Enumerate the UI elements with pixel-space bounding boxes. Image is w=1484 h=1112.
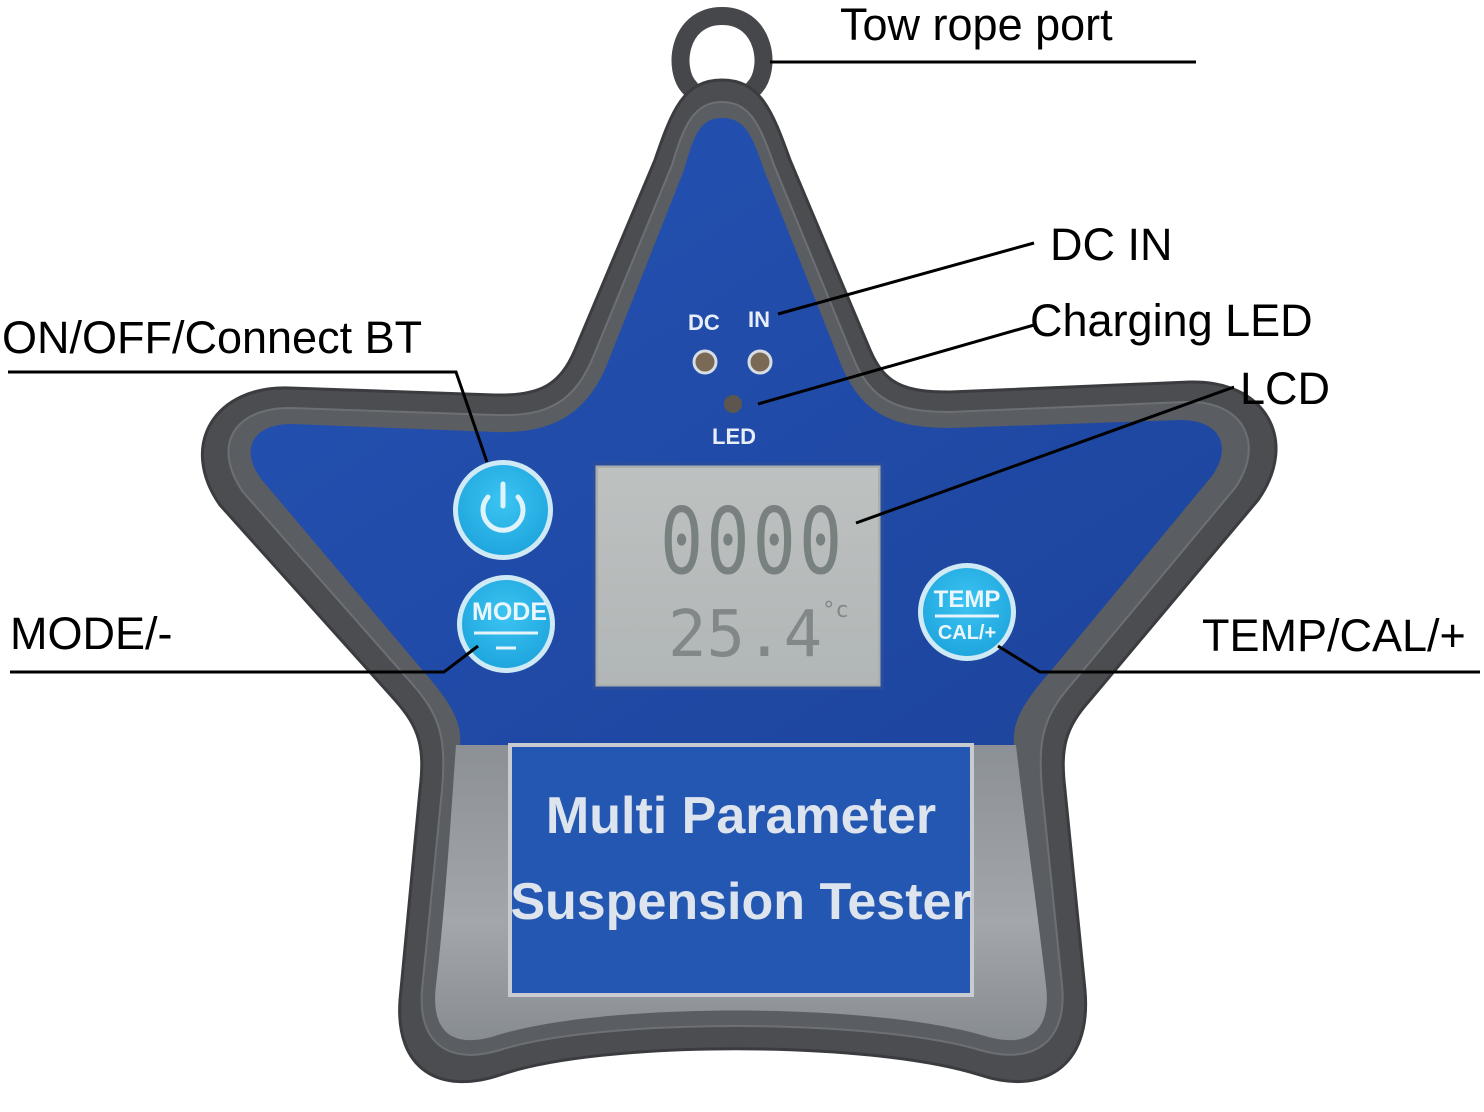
mode-button-label: MODE	[472, 598, 547, 626]
callout-tow-rope-port: Tow rope port	[840, 0, 1113, 50]
lcd-temperature: 25.4°c	[668, 598, 849, 672]
charging-led-leader	[757, 323, 1035, 406]
lcd-screen	[598, 468, 878, 684]
tow-rope-loop	[671, 6, 773, 97]
callout-charging-led: Charging LED	[1030, 295, 1313, 346]
temp-cal-plus-button[interactable]	[918, 563, 1016, 661]
dc-port-label: DC	[688, 310, 720, 335]
callout-dc-in: DC IN	[1050, 219, 1173, 270]
callout-power: ON/OFF/Connect BT	[2, 312, 423, 363]
in-port-label: IN	[748, 307, 770, 332]
temp-leader	[997, 644, 1480, 674]
nameplate-plate	[508, 743, 974, 997]
power-icon	[480, 481, 526, 533]
lcd-main-reading: 0000	[660, 488, 846, 595]
nameplate-line-2: Suspension Tester	[510, 873, 972, 931]
dc-in-leader	[777, 241, 1035, 316]
power-button[interactable]	[453, 460, 553, 560]
lcd-temperature-unit: °c	[822, 598, 849, 623]
callout-mode: MODE/-	[10, 608, 173, 659]
led-label: LED	[712, 424, 756, 449]
cal-plus-button-label: CAL/+	[937, 622, 997, 644]
lcd-temperature-value: 25.4	[668, 598, 823, 672]
callout-lcd: LCD	[1240, 363, 1331, 414]
power-leader	[8, 370, 489, 463]
mode-leader	[10, 644, 479, 674]
callout-lines	[8, 60, 1480, 674]
callout-temp: TEMP/CAL/+	[1202, 610, 1466, 661]
charging-led-indicator	[724, 395, 742, 413]
mode-minus-button[interactable]	[457, 575, 555, 673]
nameplate-line-1: Multi Parameter	[545, 787, 937, 845]
temp-button-label: TEMP	[933, 586, 1001, 613]
lcd-leader	[855, 385, 1235, 525]
dc-in-ports	[692, 349, 773, 375]
